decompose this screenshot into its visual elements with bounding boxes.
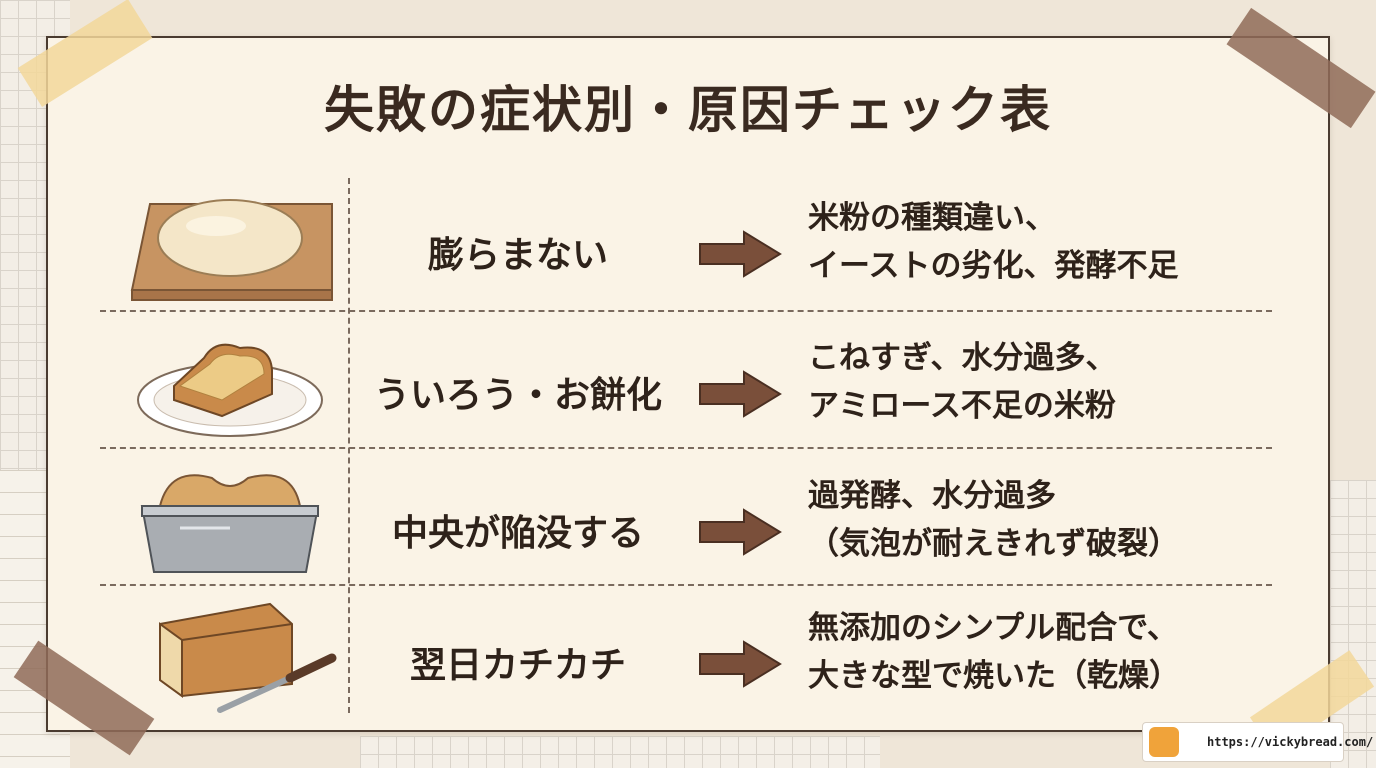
cause-line: 米粉の種類違い、 [808, 200, 1056, 236]
cause-text: 米粉の種類違い、 イーストの劣化、発酵不足 [808, 194, 1278, 290]
arrow-right-icon [699, 230, 782, 278]
background-grid-paper-right [1330, 480, 1376, 768]
sunken-loaf-in-tin-icon [140, 474, 320, 573]
cause-line: 無添加のシンプル配合で、 [808, 610, 1178, 646]
arrow-right-icon [699, 640, 782, 688]
symptom-label: 翌日カチカチ [409, 645, 626, 686]
table-row: 中央が陥没する 過発酵、水分過多 （気泡が耐えきれず破裂） [0, 468, 1376, 588]
cause-line: （気泡が耐えきれず破裂） [808, 526, 1180, 562]
table-row: ういろう・お餅化 こねすぎ、水分過多、 アミロース不足の米粉 [0, 330, 1376, 450]
bread-and-knife-icon [159, 602, 337, 713]
site-logo-icon [1149, 727, 1179, 757]
row-divider [100, 447, 1272, 449]
background-grid-paper-bottom [360, 736, 880, 768]
arrow-right-icon [699, 508, 782, 556]
cause-line: アミロース不足の米粉 [808, 388, 1116, 424]
symptom-label: 中央が陥没する [391, 513, 644, 554]
site-url[interactable]: https://vickybread.com/ [1207, 735, 1374, 749]
symptom-label: 膨らまない [427, 235, 608, 276]
table-row: 膨らまない 米粉の種類違い、 イーストの劣化、発酵不足 [0, 190, 1376, 310]
cause-line: こねすぎ、水分過多、 [808, 340, 1117, 376]
cause-line: 過発酵、水分過多 [808, 478, 1056, 514]
symptom-label: ういろう・お餅化 [373, 375, 662, 416]
toast-on-plate-icon [137, 343, 323, 437]
page-title: 失敗の症状別・原因チェック表 [324, 81, 1052, 139]
cause-text: 過発酵、水分過多 （気泡が耐えきれず破裂） [808, 472, 1278, 568]
table-row: 翌日カチカチ 無添加のシンプル配合で、 大きな型で焼いた（乾燥） [0, 600, 1376, 720]
arrow-right-icon [699, 370, 782, 418]
row-divider [100, 584, 1272, 586]
cause-text: 無添加のシンプル配合で、 大きな型で焼いた（乾燥） [808, 604, 1278, 700]
row-divider [100, 310, 1272, 312]
cause-line: イーストの劣化、発酵不足 [808, 248, 1179, 284]
dough-on-board-icon [130, 199, 333, 301]
cause-text: こねすぎ、水分過多、 アミロース不足の米粉 [808, 334, 1278, 430]
cause-line: 大きな型で焼いた（乾燥） [808, 658, 1180, 694]
footer-url-badge[interactable]: https://vickybread.com/ [1142, 722, 1373, 762]
column-divider [348, 178, 350, 713]
